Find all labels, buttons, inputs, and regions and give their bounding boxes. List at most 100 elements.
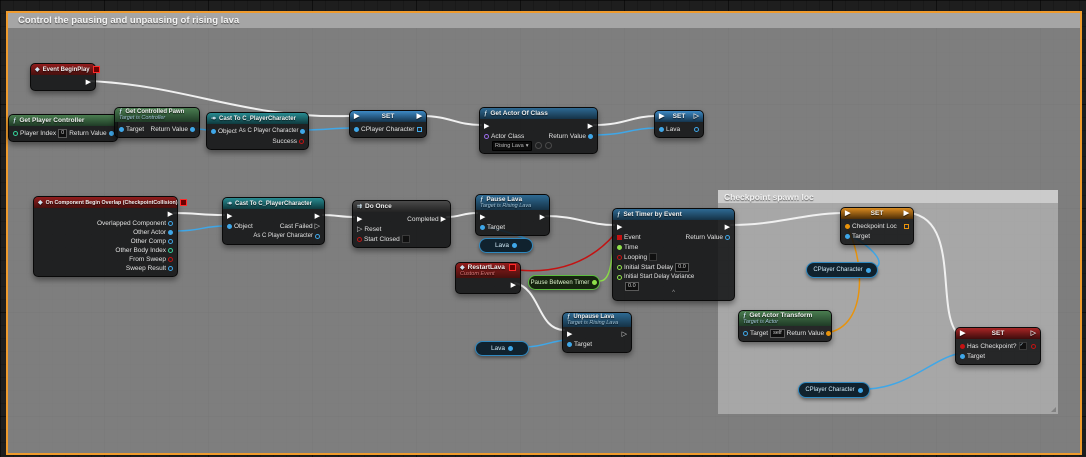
target-pin[interactable] bbox=[845, 233, 850, 239]
node-get-controlled-pawn[interactable]: ƒ Get Controlled Pawn Target is Controll… bbox=[114, 107, 200, 138]
exec-out-pin[interactable]: ▶ bbox=[587, 122, 593, 130]
exec-in-pin[interactable]: ▶ bbox=[484, 122, 490, 130]
variable-out-pin[interactable] bbox=[512, 243, 518, 248]
exec-in-pin[interactable]: ▶ bbox=[617, 223, 623, 231]
exec-out-pin[interactable]: ▷ bbox=[693, 113, 699, 120]
node-set-lava[interactable]: ▶ SET ▷ Lava bbox=[654, 110, 704, 138]
variable-in-pin[interactable] bbox=[960, 343, 965, 349]
initial-start-delay-pin[interactable] bbox=[617, 264, 622, 270]
overlapped-component-pin[interactable] bbox=[168, 221, 173, 226]
exec-out-pin[interactable]: ▶ bbox=[85, 78, 91, 86]
node-set-has-checkpoint[interactable]: ▶ SET ▷ Has Checkpoint? Target bbox=[955, 327, 1041, 365]
event-delegate-pin[interactable] bbox=[617, 234, 622, 240]
player-index-value[interactable]: 0 bbox=[58, 128, 68, 138]
cast-failed-pin[interactable]: ▷ bbox=[314, 222, 320, 230]
from-sweep-pin[interactable] bbox=[168, 257, 173, 262]
exec-in-pin[interactable]: ▶ bbox=[567, 330, 573, 338]
actor-class-dropdown[interactable]: Rising Lava ▾ bbox=[492, 140, 532, 151]
node-restart-lava-event[interactable]: ◆ RestartLava Custom Event ▶ bbox=[455, 262, 521, 294]
comment-header[interactable]: Checkpoint spawn loc bbox=[718, 190, 1058, 203]
object-pin[interactable] bbox=[211, 128, 216, 134]
target-pin[interactable] bbox=[743, 330, 748, 336]
variable-lava[interactable]: Lava bbox=[475, 341, 529, 356]
start-closed-pin[interactable] bbox=[357, 236, 362, 242]
variable-out-pin[interactable] bbox=[1031, 343, 1036, 349]
looping-pin[interactable] bbox=[617, 254, 622, 260]
time-pin[interactable] bbox=[617, 244, 622, 250]
node-unpause-lava[interactable]: ƒ Unpause Lava Target is Rising Lava ▶ ▷… bbox=[562, 312, 632, 353]
as-character-pin[interactable] bbox=[300, 128, 306, 134]
node-get-actor-of-class[interactable]: ƒ Get Actor Of Class ▶ ▶ Actor Class Ret… bbox=[479, 107, 598, 154]
variable-cplayer-character[interactable]: CPlayer Character bbox=[806, 262, 878, 278]
variable-out-pin[interactable] bbox=[904, 223, 909, 229]
return-value-pin[interactable] bbox=[588, 133, 593, 139]
completed-pin[interactable]: ▶ bbox=[440, 215, 446, 223]
exec-out-pin[interactable]: ▷ bbox=[621, 330, 627, 338]
looping-checkbox[interactable] bbox=[649, 253, 658, 261]
has-checkpoint-checkbox[interactable] bbox=[1018, 342, 1027, 350]
exec-in-pin[interactable]: ▶ bbox=[659, 113, 665, 120]
variable-pause-between-timer[interactable]: Pause Between Timer bbox=[528, 275, 600, 290]
variable-in-pin[interactable] bbox=[845, 223, 850, 229]
node-cast-to-cplayercharacter-top[interactable]: ↠ Cast To C_PlayerCharacter Object As C … bbox=[206, 112, 309, 150]
variable-out-pin[interactable] bbox=[857, 387, 863, 393]
exec-out-pin[interactable]: ▶ bbox=[167, 211, 173, 218]
target-pin[interactable] bbox=[119, 126, 124, 132]
node-set-checkpoint-loc[interactable]: ▶ SET ▶ Checkpoint Loc Target bbox=[840, 207, 914, 245]
target-pin[interactable] bbox=[960, 353, 965, 359]
delegate-out-pin[interactable] bbox=[509, 264, 516, 271]
as-character-pin[interactable] bbox=[315, 233, 320, 239]
initial-start-delay-value[interactable]: 0.0 bbox=[675, 262, 689, 272]
other-body-index-pin[interactable] bbox=[168, 248, 173, 253]
exec-out-pin[interactable]: ▶ bbox=[539, 213, 545, 221]
player-index-pin[interactable] bbox=[13, 130, 18, 136]
variable-out-pin[interactable] bbox=[694, 126, 699, 132]
exec-out-pin[interactable]: ▶ bbox=[724, 223, 730, 231]
resize-handle[interactable] bbox=[1051, 407, 1056, 412]
other-comp-pin[interactable] bbox=[168, 239, 173, 244]
exec-out-pin[interactable]: ▶ bbox=[510, 281, 516, 289]
initial-start-delay-variance-pin[interactable] bbox=[617, 274, 622, 280]
variable-out-pin[interactable] bbox=[865, 267, 871, 273]
initial-start-delay-variance-value[interactable]: 0.0 bbox=[625, 282, 639, 291]
object-pin[interactable] bbox=[227, 223, 232, 229]
variable-in-pin[interactable] bbox=[659, 126, 664, 132]
exec-in-pin[interactable]: ▶ bbox=[227, 212, 233, 220]
node-event-beginplay[interactable]: ◆ Event BeginPlay ▶ bbox=[30, 63, 100, 91]
node-set-cplayer-character[interactable]: ▶ SET ▶ CPlayer Character bbox=[349, 110, 427, 138]
other-actor-pin[interactable] bbox=[168, 230, 173, 235]
return-value-pin[interactable] bbox=[826, 330, 832, 336]
browse-icon[interactable] bbox=[544, 142, 552, 149]
exec-in-pin[interactable]: ▶ bbox=[960, 330, 966, 337]
reset-pin[interactable]: ▷ bbox=[357, 225, 363, 233]
exec-out-pin[interactable]: ▷ bbox=[1030, 330, 1036, 337]
return-value-pin[interactable] bbox=[190, 126, 195, 132]
exec-out-pin[interactable]: ▶ bbox=[903, 210, 909, 217]
return-value-pin[interactable] bbox=[725, 234, 730, 240]
node-on-component-begin-overlap[interactable]: ◆ On Component Begin Overlap (Checkpoint… bbox=[33, 196, 188, 277]
start-closed-checkbox[interactable] bbox=[401, 235, 410, 243]
return-value-pin[interactable] bbox=[108, 130, 114, 136]
exec-in-pin[interactable]: ▶ bbox=[354, 113, 360, 120]
collapse-chevron-icon[interactable]: ^ bbox=[672, 290, 675, 296]
use-selected-icon[interactable] bbox=[534, 142, 542, 149]
node-cast-to-cplayercharacter-mid[interactable]: ↠ Cast To C_PlayerCharacter ▶ ▶ Object C… bbox=[222, 197, 325, 245]
sweep-result-pin[interactable] bbox=[168, 266, 173, 271]
actor-class-pin[interactable] bbox=[484, 133, 489, 139]
node-set-timer-by-event[interactable]: ƒ Set Timer by Event ▶ ▶ Event Return Va… bbox=[612, 208, 735, 301]
success-pin[interactable] bbox=[299, 138, 304, 144]
variable-lava[interactable]: Lava bbox=[479, 238, 533, 253]
variable-in-pin[interactable] bbox=[354, 126, 359, 132]
exec-in-pin[interactable]: ▶ bbox=[845, 210, 851, 217]
target-self-value[interactable]: self bbox=[770, 328, 785, 338]
exec-in-pin[interactable]: ▶ bbox=[357, 215, 363, 223]
node-get-actor-transform[interactable]: ƒ Get Actor Transform Target is Actor Ta… bbox=[738, 310, 832, 342]
variable-out-pin[interactable] bbox=[417, 126, 422, 132]
variable-out-pin[interactable] bbox=[592, 280, 598, 285]
exec-out-pin[interactable]: ▶ bbox=[416, 113, 422, 120]
target-pin[interactable] bbox=[480, 224, 485, 230]
node-do-once[interactable]: ⇉ Do Once ▶ Completed ▶ ▷ Reset Start Cl… bbox=[352, 200, 451, 248]
comment-header[interactable]: Control the pausing and unpausing of ris… bbox=[8, 13, 1080, 28]
variable-out-pin[interactable] bbox=[508, 346, 514, 351]
